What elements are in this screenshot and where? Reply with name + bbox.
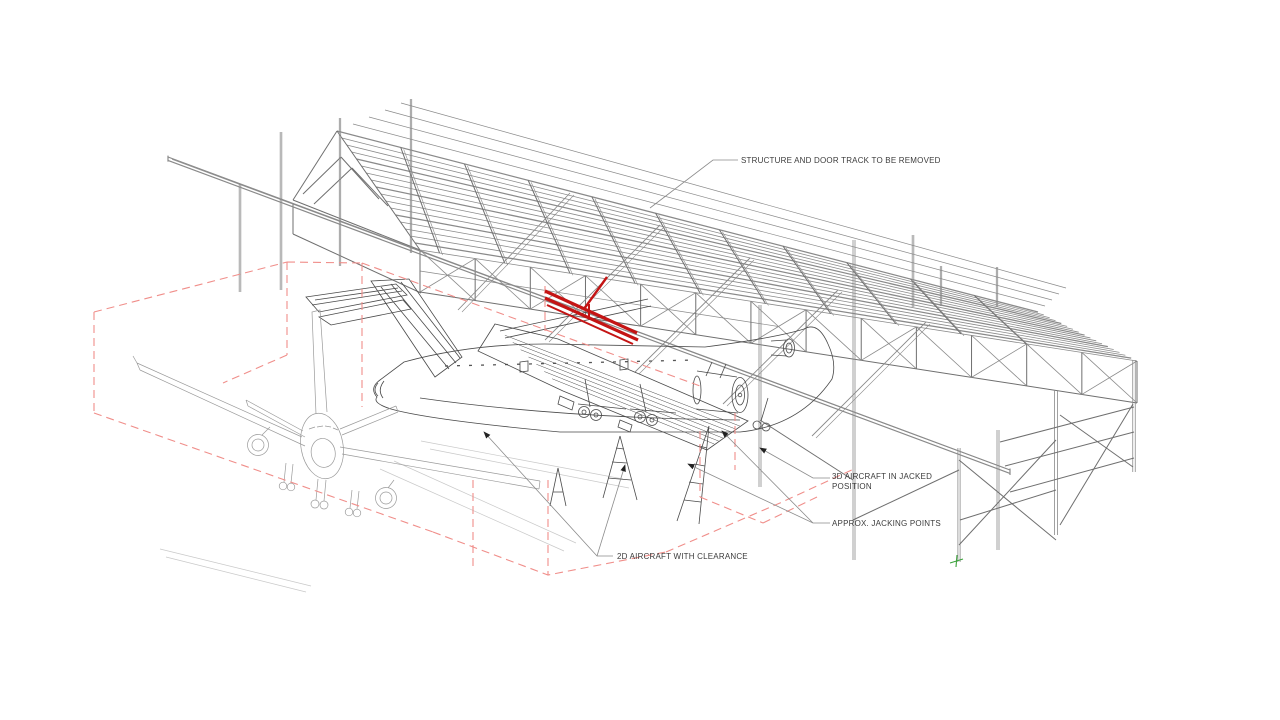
aircraft-2d-front-view	[132, 309, 541, 518]
aircraft-3d-wireframe	[159, 278, 835, 593]
annotation-3d-aircraft: 3D AIRCRAFT IN JACKED POSITION	[832, 472, 933, 491]
jack-stands	[549, 425, 710, 525]
leader-jacking-b	[721, 430, 814, 524]
clearance-envelope	[93, 261, 857, 576]
removed-track-highlight	[544, 276, 639, 345]
leader-structure	[649, 159, 738, 209]
hangar-structure	[238, 99, 1138, 562]
leader-3d-aircraft	[759, 447, 830, 479]
ucs-marker	[949, 554, 964, 568]
annotation-jacking-points: APPROX. JACKING POINTS	[832, 519, 941, 528]
leader-2d-b	[596, 464, 626, 557]
leader-lines	[483, 159, 830, 557]
wing-span-lines	[504, 335, 740, 445]
annotation-structure: STRUCTURE AND DOOR TRACK TO BE REMOVED	[741, 156, 941, 165]
annotation-2d-aircraft: 2D AIRCRAFT WITH CLEARANCE	[617, 552, 748, 561]
